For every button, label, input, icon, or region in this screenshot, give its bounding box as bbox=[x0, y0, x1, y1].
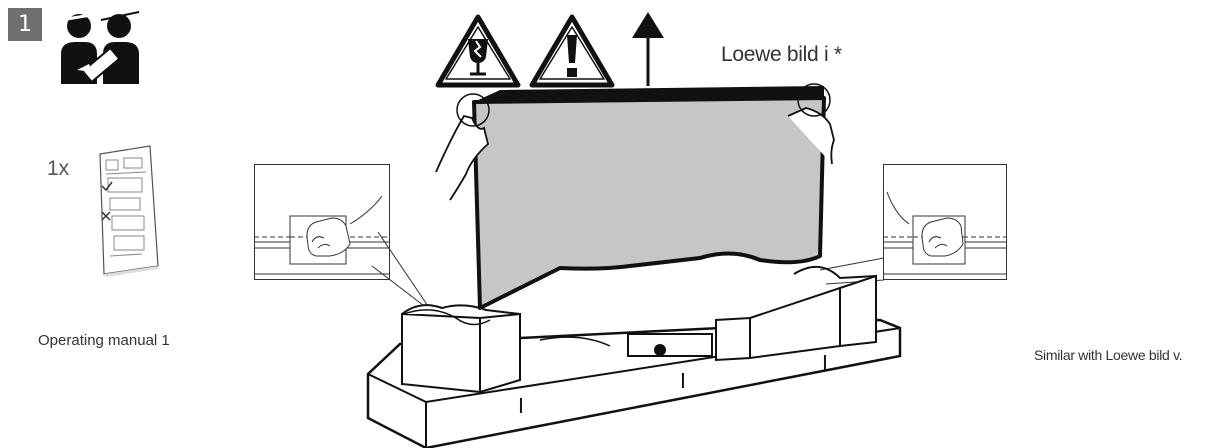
right-detail-inset bbox=[883, 164, 1007, 280]
arrow-up-icon bbox=[632, 12, 664, 86]
svg-text:I: I bbox=[518, 394, 524, 418]
tv-unpacking-illustration: I I I bbox=[366, 83, 902, 448]
left-inset-callout-lines bbox=[371, 231, 433, 313]
two-persons-icon bbox=[60, 11, 140, 84]
similar-model-note: Similar with Loewe bild v. bbox=[1034, 347, 1183, 363]
warning-icon bbox=[529, 14, 615, 88]
svg-text:I: I bbox=[680, 369, 686, 393]
operating-manual-image bbox=[99, 145, 159, 277]
left-detail-inset bbox=[254, 164, 390, 280]
manual-caption: Operating manual 1 bbox=[38, 332, 170, 349]
manual-quantity: 1x bbox=[47, 157, 70, 180]
step-number-badge: 1 bbox=[8, 8, 42, 41]
model-label: Loewe bild i * bbox=[721, 43, 842, 66]
svg-text:I: I bbox=[822, 351, 828, 375]
fragile-glass-icon bbox=[435, 14, 521, 88]
